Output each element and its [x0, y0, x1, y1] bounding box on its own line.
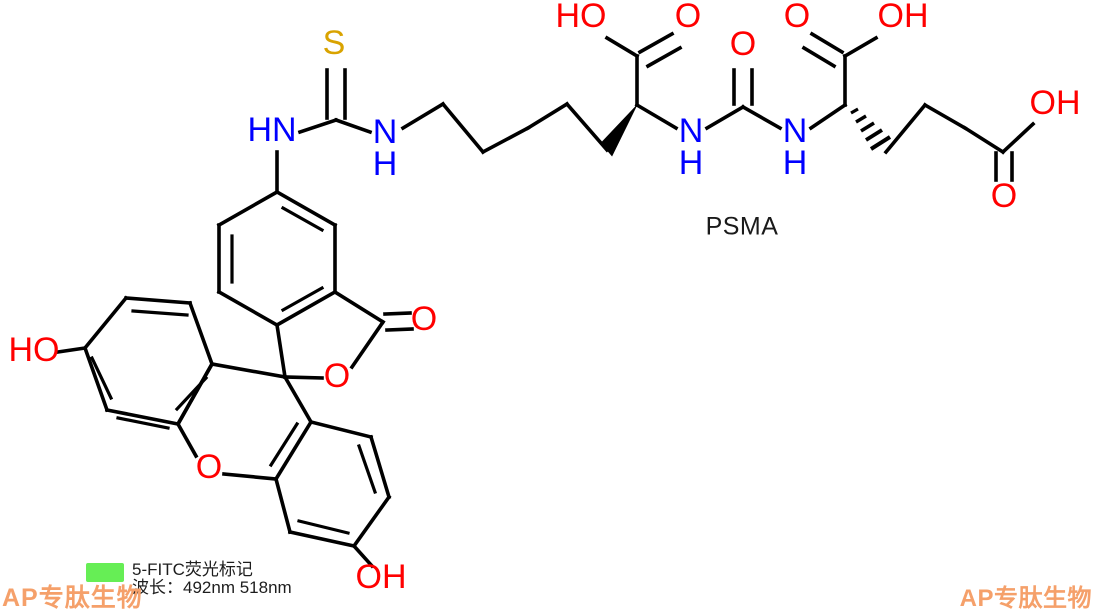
atom-label-urea-o: O [730, 25, 756, 63]
bond-lactone-o-spiro [283, 375, 324, 380]
ring-benzene-fitc [216, 189, 338, 328]
atom-label-glu-cooh-o: O [784, 0, 810, 35]
atom-label-lys-cooh-oh: HO [556, 0, 607, 35]
bond-glu-side-c2 [922, 102, 968, 131]
ring-phenol-right [273, 419, 392, 549]
atom-label-phenol-oh-bottom: OH [356, 558, 407, 596]
bond-lactone-c-o [349, 319, 386, 370]
bond-lactone-co-double [383, 311, 414, 332]
bond-lys-c2 [440, 101, 486, 155]
atom-label-urea-n-left: N [679, 112, 704, 150]
atom-label-urea-n-right: N [783, 112, 808, 150]
legend-line-label: 5-FITC荧光标记 [132, 560, 253, 579]
bond-glu-side-cooh-oh [1000, 121, 1036, 155]
atom-label-glu-side-oh: OH [1030, 84, 1081, 122]
atom-label-glu-cooh-oh: OH [878, 0, 929, 35]
atom-label-thiourea-nh-right-h: H [373, 145, 398, 183]
bond-lys-c5 [564, 101, 610, 153]
bond-glu-side-co-double [994, 151, 1014, 182]
atom-label-layer: S HN N H HO O N H O N H O OH OH O O O O … [9, 0, 1081, 596]
bond-lys-c4 [525, 101, 570, 131]
watermark-brand-left: AP专肽生物 [2, 584, 143, 612]
bond-lys-c1 [400, 101, 446, 131]
bond-urea-n-c [704, 104, 746, 131]
legend-text-block: 5-FITC荧光标记 波长：492nm 518nm [132, 560, 292, 598]
bond-benzene-spiro [274, 322, 288, 380]
bond-lys-ca-n-urea [634, 102, 679, 131]
bond-lys-cooh-co-double [637, 31, 683, 69]
bond-glu-side-c3 [962, 125, 1006, 155]
legend-color-swatch [86, 563, 124, 582]
atom-label-thiourea-s: S [323, 24, 346, 62]
wedge-lysine-stereocenter [600, 104, 638, 157]
atom-label-thiourea-nh-left: HN [247, 111, 296, 149]
bond-thiourea-c-n-right [333, 117, 373, 135]
bond-thiourea-cs-double [325, 68, 347, 120]
atom-label-lys-cooh-o: O [675, 0, 701, 35]
bond-glu-cooh-oh [842, 35, 879, 59]
legend-line-wavelength: 波长：492nm 518nm [132, 578, 292, 598]
psma-moiety-label: PSMA [706, 213, 779, 241]
atom-label-urea-n-right-h: H [783, 144, 808, 182]
ring-phenol-left [82, 295, 215, 430]
watermark-brand-right: AP专肽生物 [959, 585, 1092, 612]
bond-benzene-lactone-c [332, 289, 386, 325]
bond-glu-cooh-co-double [801, 31, 845, 69]
atom-label-lactone-ring-o: O [324, 357, 350, 395]
bond-lys-cooh-oh [604, 35, 640, 59]
atom-label-glu-side-o: O [991, 177, 1017, 215]
wedge-glutamate-stereocenter [850, 107, 892, 151]
atom-label-lactone-c-o: O [411, 300, 437, 338]
bond-glu-n-ca [808, 102, 848, 131]
atom-label-urea-n-left-h: H [679, 144, 704, 182]
bond-lys-c3 [480, 125, 531, 155]
legend: 5-FITC荧光标记 波长：492nm 518nm [86, 560, 292, 598]
bond-glu-side-c1 [883, 102, 928, 155]
bond-thiourea-c-n-left [297, 117, 339, 135]
atom-label-phenol-oh-left: HO [9, 331, 60, 369]
atom-label-xanthene-o: O [196, 448, 222, 486]
atom-label-thiourea-n-right: N [373, 113, 398, 151]
bond-urea-c-n2 [740, 104, 783, 131]
bond-phenol-right-oh [351, 543, 375, 569]
bond-urea-c-o-double [732, 68, 754, 106]
bond-phenol-left-oh [55, 345, 88, 355]
